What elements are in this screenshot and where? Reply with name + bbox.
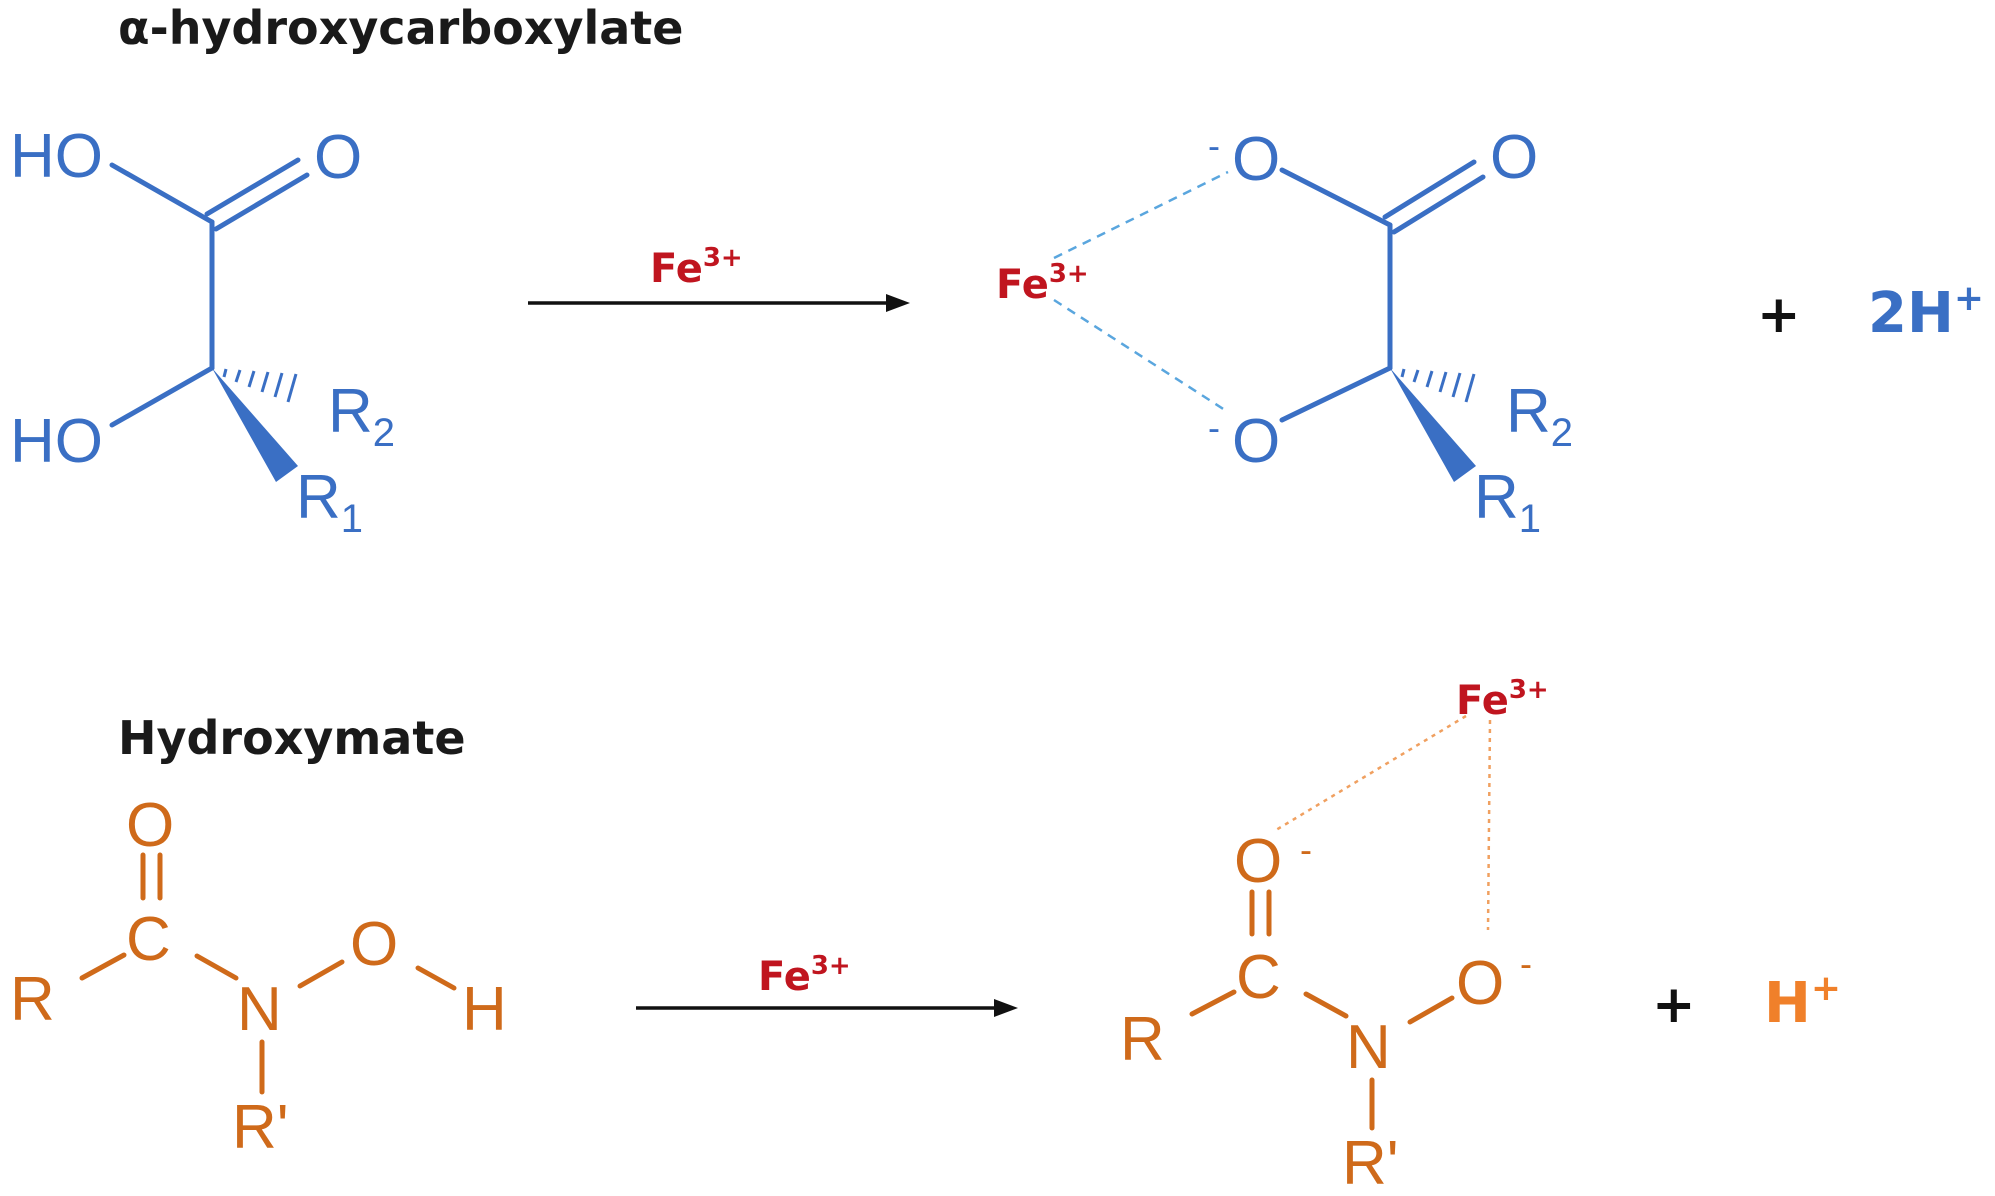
bond-n-o: [1407, 995, 1455, 1025]
hash-bond-r2: [1400, 368, 1476, 403]
bond-r-c: [1189, 989, 1237, 1017]
bond-c-o-double-b: [1391, 174, 1486, 235]
coordination-bond-o2: [1486, 719, 1492, 931]
atom-r2: R2: [328, 377, 395, 455]
bond-n-o: [297, 959, 345, 989]
atom-o: O: [126, 791, 174, 860]
atom-c: C: [126, 905, 171, 974]
hash-bond-r2: [222, 368, 298, 403]
top-plus-sign: +: [1757, 285, 1801, 345]
bond-o-c: [1279, 167, 1393, 228]
bond-o-h: [415, 965, 457, 991]
atom-r2: R2: [1506, 377, 1573, 455]
atom-h: H: [462, 975, 507, 1044]
bottom-reaction: Hydroxymate O C R N O H R' Fe3+ Fe3+: [10, 675, 1841, 1196]
bottom-byproduct: H+: [1764, 968, 1841, 1036]
top-complex-fe: Fe3+: [996, 259, 1089, 308]
minus-sign-bottom: -: [1208, 407, 1220, 448]
coordination-bond-bottom: [1053, 298, 1229, 414]
top-product: Fe3+ - O O - O R2 R1: [996, 123, 1573, 541]
atom-o-top: O: [314, 123, 362, 192]
bottom-reagent-fe: Fe3+: [758, 951, 851, 1000]
top-title: α-hydroxycarboxylate: [118, 1, 683, 55]
bottom-complex-fe: Fe3+: [1456, 675, 1549, 724]
minus-sign-top: -: [1208, 125, 1220, 166]
minus-sign-o2: -: [1520, 943, 1532, 984]
atom-ho-bottom: HO: [10, 407, 103, 476]
atom-n: N: [1346, 1013, 1391, 1082]
top-reaction-arrow: Fe3+: [528, 243, 910, 312]
bottom-plus-sign: +: [1652, 975, 1696, 1035]
coordination-bond-top: [1053, 170, 1229, 260]
atom-o-neg-bottom: O: [1232, 407, 1280, 476]
bottom-title: Hydroxymate: [118, 711, 466, 765]
top-arrow-head: [886, 294, 910, 312]
top-reagent-fe: Fe3+: [650, 243, 743, 292]
atom-c: C: [1236, 943, 1281, 1012]
bond-c-o-double-a: [1382, 159, 1477, 220]
top-byproduct: 2H+: [1868, 278, 1984, 346]
atom-r: R: [1120, 1005, 1165, 1074]
bottom-reaction-arrow: Fe3+: [636, 951, 1018, 1017]
atom-o2: O: [1456, 949, 1504, 1018]
bond-c-n: [194, 953, 239, 981]
wedge-bond-r1: [212, 368, 298, 482]
atom-o-neg-top: O: [1232, 125, 1280, 194]
top-reaction: α-hydroxycarboxylate HO O HO R2 R1: [10, 1, 1984, 541]
bond-c-n: [1303, 991, 1349, 1019]
wedge-bond-r1: [1390, 368, 1476, 482]
bond-c-o-double-b: [213, 172, 310, 232]
top-reactant: HO O HO R2 R1: [10, 122, 395, 541]
atom-r: R: [10, 965, 55, 1034]
bond-c-o-double-a: [204, 157, 301, 217]
bond-o-c-lower: [1279, 365, 1393, 423]
atom-o2: O: [350, 910, 398, 979]
bond-r-c: [79, 952, 127, 981]
coordination-bond-o: [1275, 714, 1467, 832]
bottom-product: Fe3+ O - C R N O - R': [1120, 675, 1549, 1196]
atom-o: O: [1234, 827, 1282, 896]
bond-ho-c-lower: [109, 365, 215, 428]
bond-ho-c: [109, 162, 215, 225]
atom-r1: R1: [1474, 463, 1541, 541]
atom-n: N: [237, 975, 282, 1044]
atom-o-top: O: [1490, 123, 1538, 192]
atom-r1: R1: [296, 463, 363, 541]
atom-r-prime: R': [232, 1093, 289, 1162]
bottom-reactant: O C R N O H R': [10, 791, 507, 1162]
bottom-arrow-head: [994, 999, 1018, 1017]
minus-sign-o: -: [1300, 829, 1312, 870]
atom-ho-top: HO: [10, 122, 103, 191]
atom-r-prime: R': [1342, 1129, 1399, 1196]
